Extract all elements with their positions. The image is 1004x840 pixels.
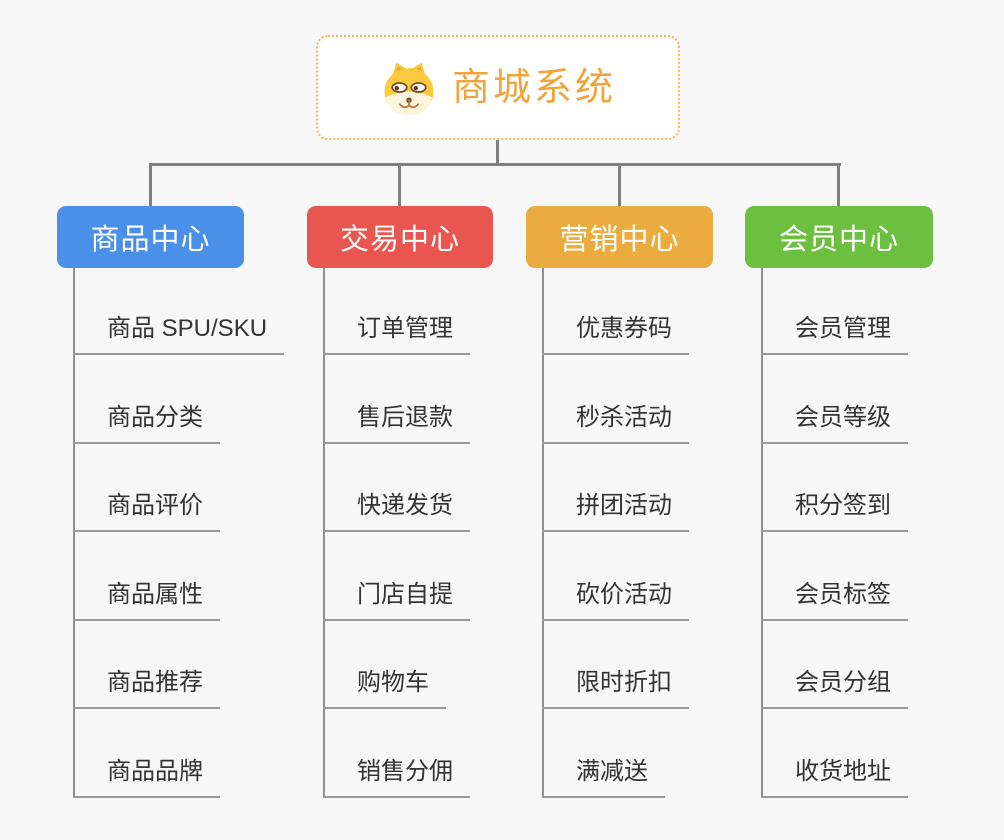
branch-topic-label: 交易中心	[339, 224, 460, 256]
leaf-topic[interactable]: 商品 SPU/SKU	[73, 308, 285, 355]
connector-drop-trade	[398, 163, 401, 207]
branch-topic-trade[interactable]: 交易中心	[307, 206, 493, 268]
leaf-topic[interactable]: 销售分佣	[323, 751, 470, 798]
leaf-topic[interactable]: 拼团活动	[542, 485, 689, 532]
leaf-topic[interactable]: 商品评价	[73, 485, 220, 532]
connector-drop-product	[149, 163, 152, 207]
connector-root-stem	[496, 140, 499, 164]
leaf-topic[interactable]: 优惠券码	[542, 308, 689, 355]
branch-children-member: 会员管理 会员等级 积分签到 会员标签 会员分组 收货地址	[761, 268, 1004, 798]
root-topic[interactable]: 商城系统	[316, 35, 680, 140]
leaf-topic[interactable]: 商品分类	[73, 397, 220, 444]
branch-topic-marketing[interactable]: 营销中心	[526, 206, 713, 268]
branch-topic-member[interactable]: 会员中心	[745, 206, 933, 268]
shiba-dog-icon	[384, 62, 434, 115]
leaf-topic[interactable]: 商品推荐	[73, 662, 220, 709]
leaf-topic[interactable]: 商品属性	[73, 574, 220, 621]
branch-topic-label: 营销中心	[559, 224, 680, 256]
leaf-topic[interactable]: 收货地址	[761, 751, 908, 798]
connector-drop-marketing	[618, 163, 621, 207]
leaf-topic[interactable]: 限时折扣	[542, 662, 689, 709]
leaf-topic[interactable]: 砍价活动	[542, 574, 689, 621]
leaf-topic[interactable]: 门店自提	[323, 574, 470, 621]
leaf-topic[interactable]: 秒杀活动	[542, 397, 689, 444]
leaf-topic[interactable]: 商品品牌	[73, 751, 220, 798]
leaf-topic[interactable]: 会员管理	[761, 308, 908, 355]
connector-drop-member	[837, 163, 840, 207]
leaf-topic[interactable]: 售后退款	[323, 397, 470, 444]
connector-horizontal-bus	[149, 163, 841, 166]
leaf-topic[interactable]: 会员分组	[761, 662, 908, 709]
root-topic-label: 商城系统	[451, 66, 616, 109]
branch-children-product: 商品 SPU/SKU 商品分类 商品评价 商品属性 商品推荐 商品品牌	[73, 268, 323, 798]
leaf-topic[interactable]: 满减送	[542, 751, 665, 798]
branch-topic-label: 会员中心	[778, 224, 899, 256]
branch-children-trade: 订单管理 售后退款 快递发货 门店自提 购物车 销售分佣	[323, 268, 573, 798]
branch-topic-label: 商品中心	[90, 224, 211, 256]
leaf-topic[interactable]: 快递发货	[323, 485, 470, 532]
leaf-topic[interactable]: 会员等级	[761, 397, 908, 444]
branch-children-marketing: 优惠券码 秒杀活动 拼团活动 砍价活动 限时折扣 满减送	[542, 268, 792, 798]
leaf-topic[interactable]: 会员标签	[761, 574, 908, 621]
leaf-topic[interactable]: 订单管理	[323, 308, 470, 355]
leaf-topic[interactable]: 积分签到	[761, 485, 908, 532]
leaf-topic[interactable]: 购物车	[323, 662, 446, 709]
branch-topic-product[interactable]: 商品中心	[57, 206, 244, 268]
